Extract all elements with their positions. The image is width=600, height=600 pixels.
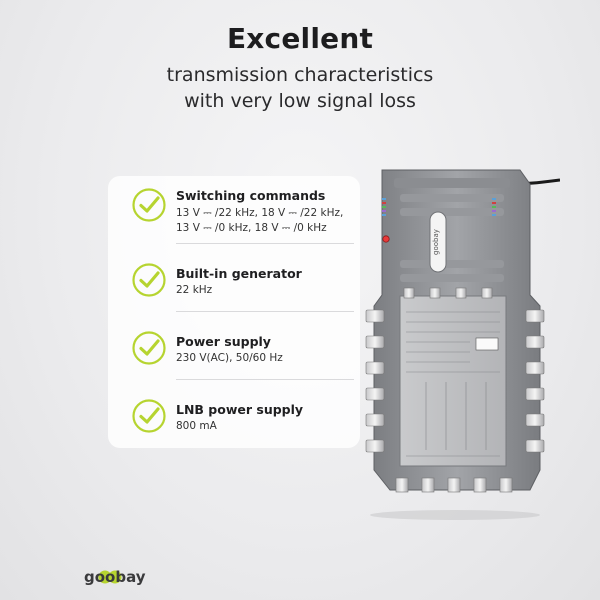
check-icon [132,331,166,365]
feature-title: Built-in generator [176,266,302,281]
goobay-logo: goobay [84,568,146,586]
feature-detail: 800 mA [176,419,217,434]
check-icon [132,188,166,222]
feature-power-supply: Power supply 230 V(AC), 50/60 Hz [132,331,372,371]
divider [176,243,354,244]
feature-title: LNB power supply [176,402,304,417]
multiswitch-device-image: goobay [365,169,560,520]
headline: Excellent [226,22,374,55]
subheadline-line: with very low signal loss [184,90,416,112]
divider [176,311,354,312]
feature-lnb-power-supply: LNB power supply 800 mA [132,399,372,439]
check-icon [132,399,166,433]
feature-title: Power supply [176,334,271,349]
subheadline-line: transmission characteristics [166,64,434,86]
feature-detail-line: 800 mA [176,420,217,432]
divider [176,379,354,380]
feature-detail: 13 V ⎓ /22 kHz, 18 V ⎓ /22 kHz, 13 V ⎓ /… [176,206,343,236]
footer-brand-text: goobay [84,568,146,586]
check-icon [132,263,166,297]
feature-detail-line: 230 V(AC), 50/60 Hz [176,352,283,364]
feature-switching-commands: Switching commands 13 V ⎓ /22 kHz, 18 V … [132,188,372,238]
feature-detail-line: 13 V ⎓ /22 kHz, 18 V ⎓ /22 kHz, [176,207,344,219]
feature-detail-line: 13 V ⎓ /0 kHz, 18 V ⎓ /0 kHz [176,222,327,234]
feature-detail: 230 V(AC), 50/60 Hz [176,351,283,366]
feature-detail-line: 22 kHz [176,284,213,296]
feature-detail: 22 kHz [176,283,212,298]
subheadline: transmission characteristics with very l… [0,62,600,114]
feature-built-in-generator: Built-in generator 22 kHz [132,263,372,303]
feature-title: Switching commands [176,188,326,203]
device-brand-text: goobay [432,229,440,255]
